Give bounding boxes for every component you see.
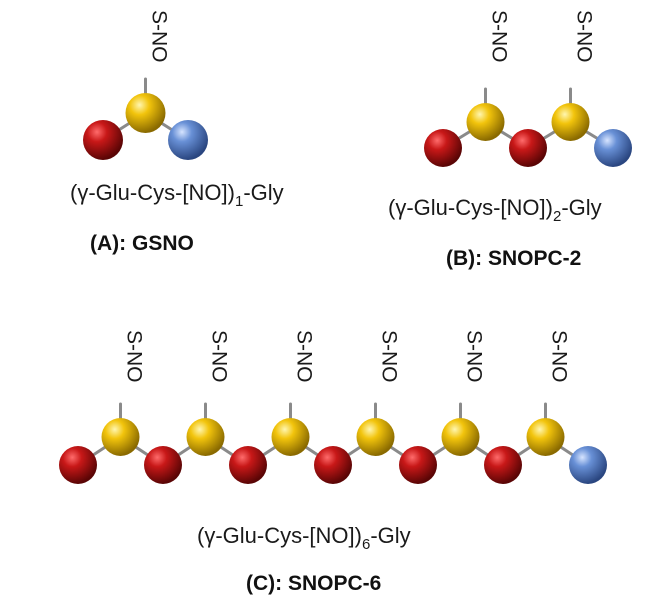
glu-residue-ball [424, 129, 462, 167]
cys-residue-ball [101, 418, 140, 456]
sidechain-label: S-NO [573, 10, 596, 63]
glu-residue-ball [59, 446, 97, 484]
sidechain-label: S-NO [148, 10, 171, 63]
molecule-a: S-NO [83, 10, 208, 160]
glu-residue-ball [83, 120, 123, 160]
gly-residue-ball [168, 120, 208, 160]
cys-residue-ball [271, 418, 310, 456]
cys-residue-ball [551, 103, 590, 141]
molecule-c: S-NO S-NO S-NO S-NO S-NO S-NO [59, 330, 607, 484]
panel-a: S-NO (γ-Glu-Cys-[NO])1-Gly (A): GSNO [70, 10, 284, 255]
glu-residue-ball [509, 129, 547, 167]
panel-b: S-NO S-NO (γ-Glu-Cys-[NO])2-Gly (B): SNOP… [388, 10, 632, 270]
glu-residue-ball [144, 446, 182, 484]
caption-b: (B): SNOPC-2 [446, 247, 581, 270]
formula-a: (γ-Glu-Cys-[NO])1-Gly [70, 180, 284, 210]
sidechain-label: S-NO [293, 330, 316, 383]
glu-residue-ball [314, 446, 352, 484]
sidechain-label: S-NO [488, 10, 511, 63]
cys-residue-ball [186, 418, 225, 456]
sidechain-label: S-NO [548, 330, 571, 383]
sidechain-label: S-NO [463, 330, 486, 383]
cys-residue-ball [466, 103, 505, 141]
glu-residue-ball [229, 446, 267, 484]
glu-residue-ball [484, 446, 522, 484]
cys-residue-ball [441, 418, 480, 456]
panel-c: S-NO S-NO S-NO S-NO S-NO S-NO (γ-Glu-Cys-[NO]… [59, 330, 607, 595]
cys-residue-ball [125, 93, 166, 133]
caption-c: (C): SNOPC-6 [246, 572, 381, 595]
gly-residue-ball [594, 129, 632, 167]
glu-residue-ball [399, 446, 437, 484]
sidechain-label: S-NO [208, 330, 231, 383]
sidechain-label: S-NO [123, 330, 146, 383]
molecule-b: S-NO S-NO [424, 10, 632, 167]
gly-residue-ball [569, 446, 607, 484]
formula-b: (γ-Glu-Cys-[NO])2-Gly [388, 195, 602, 225]
caption-a: (A): GSNO [90, 232, 194, 255]
sidechain-label: S-NO [378, 330, 401, 383]
cys-residue-ball [526, 418, 565, 456]
formula-c: (γ-Glu-Cys-[NO])6-Gly [197, 523, 411, 553]
cys-residue-ball [356, 418, 395, 456]
